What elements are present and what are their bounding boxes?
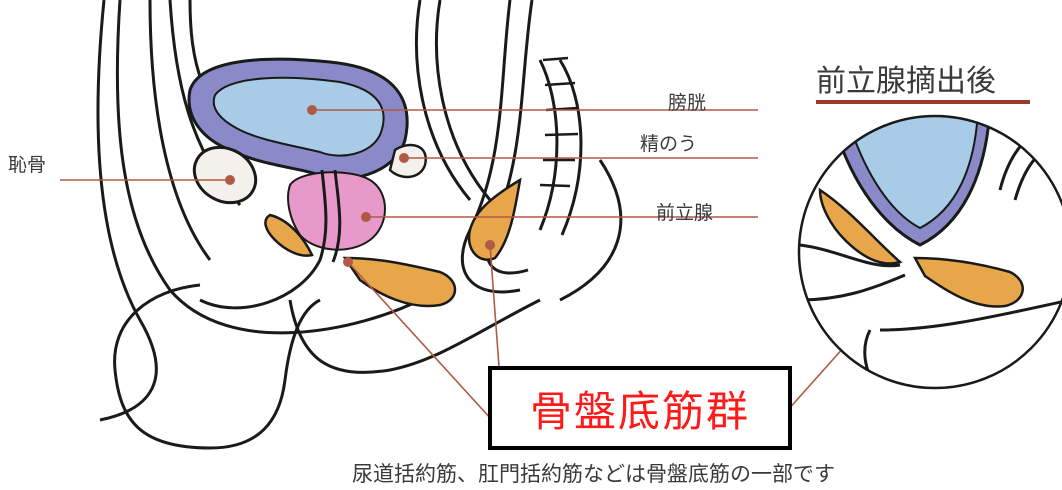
inset-circle <box>797 114 1062 390</box>
highlight-box: 骨盤底筋群 <box>488 366 792 450</box>
label-seminal-vesicle: 精のう <box>640 133 698 155</box>
leader-lines <box>60 109 921 431</box>
prostate <box>287 171 386 251</box>
highlight-text: 骨盤底筋群 <box>529 386 750 436</box>
inset-title: 前立腺摘出後 <box>816 64 996 99</box>
label-pubic-bone: 恥骨 <box>8 154 47 176</box>
label-bladder: 膀胱 <box>668 92 707 114</box>
pubic-bone <box>192 145 258 205</box>
pelvic-floor-muscles <box>264 177 522 308</box>
body-outline <box>96 0 623 450</box>
inset-title-underline <box>816 100 1030 104</box>
label-prostate: 前立腺 <box>656 202 714 224</box>
bladder <box>187 57 409 181</box>
urethra <box>199 169 342 310</box>
caption: 尿道括約筋、肛門括約筋などは骨盤底筋の一部です <box>352 462 835 486</box>
